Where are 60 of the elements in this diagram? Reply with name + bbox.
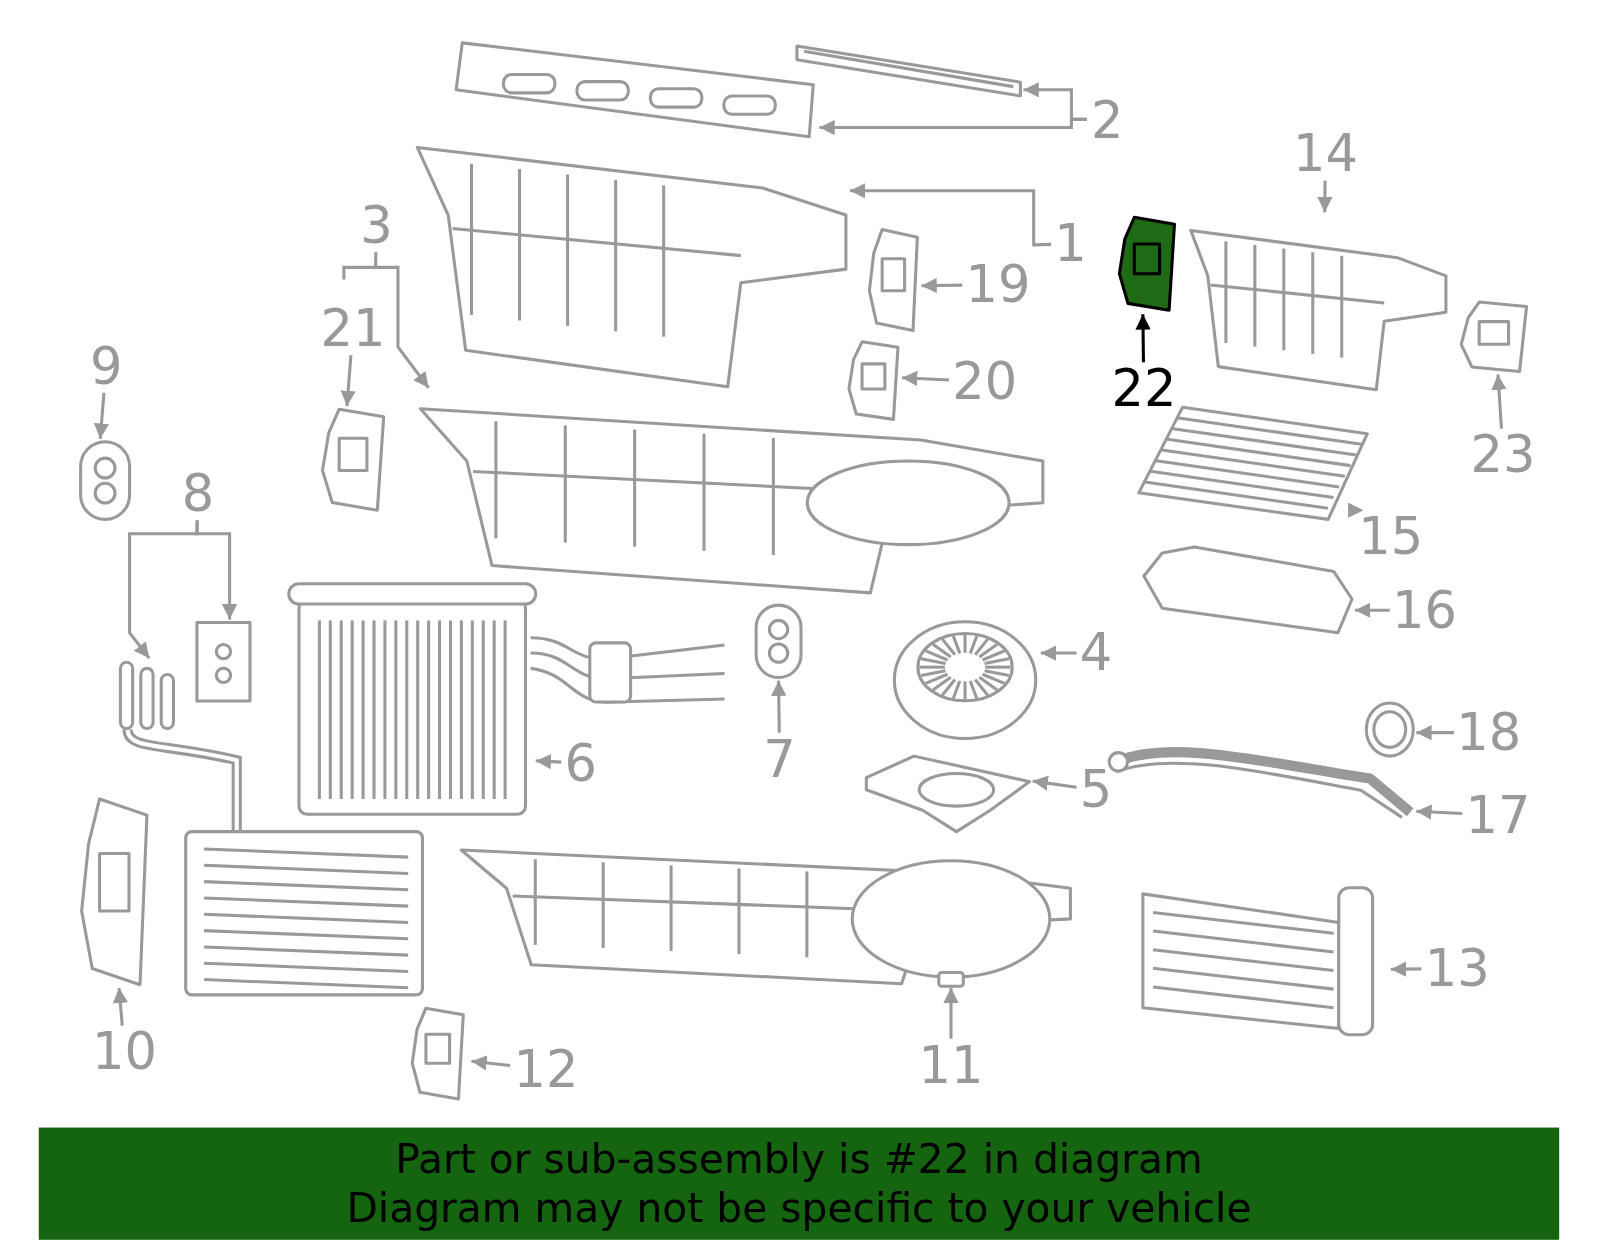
- callout-number: 12: [510, 1042, 582, 1096]
- leader-line: [1416, 725, 1455, 741]
- leader-line: [1032, 775, 1077, 791]
- bracket-drawing: [1115, 214, 1179, 314]
- leader-line: [1348, 503, 1365, 518]
- callout-number: 7: [760, 732, 799, 786]
- seal-drawing: [193, 619, 254, 705]
- callout-number: 13: [1421, 941, 1493, 995]
- leader-line: [340, 355, 356, 407]
- leader-line: [1390, 961, 1422, 977]
- callout-number: 6: [561, 736, 600, 790]
- leader-line: [1317, 180, 1333, 213]
- leader-line: [921, 277, 963, 294]
- callout-number: 20: [949, 355, 1021, 409]
- bracket-drawing: [77, 795, 151, 988]
- leader-line: [1135, 314, 1151, 363]
- callout-number: 9: [86, 339, 126, 393]
- callout-number: 8: [178, 467, 218, 521]
- callout-number: 22: [1107, 362, 1181, 416]
- leader-line: [112, 987, 128, 1026]
- callout-number: 16: [1389, 583, 1460, 637]
- leader-line: [819, 117, 1087, 136]
- callout-number: 14: [1290, 127, 1361, 181]
- leader-line: [1416, 804, 1463, 820]
- callout-number: 19: [962, 258, 1034, 312]
- bracket-drawing: [1457, 299, 1531, 375]
- panel-drawing: [1140, 543, 1356, 636]
- leader-line: [901, 370, 950, 387]
- leader-line: [850, 183, 1052, 247]
- callout-number: 1: [1051, 217, 1090, 271]
- leader-line: [373, 252, 430, 389]
- ring-drawing: [863, 753, 1033, 835]
- leader-line: [771, 680, 787, 733]
- leader-line: [535, 753, 562, 770]
- callout-number: 4: [1076, 626, 1116, 680]
- bracket-drawing: [865, 226, 922, 334]
- grommet-drawing: [1363, 700, 1417, 760]
- leader-line: [1040, 645, 1077, 661]
- callout-number: 21: [318, 302, 388, 356]
- callout-number: 17: [1462, 788, 1534, 842]
- callout-number: 23: [1467, 428, 1539, 482]
- gasket-drawing: [793, 42, 1024, 99]
- leader-line: [93, 392, 110, 439]
- leader-line: [1491, 374, 1507, 429]
- bracket-drawing: [318, 406, 388, 514]
- callout-number: 2: [1086, 93, 1128, 145]
- leader-line: [943, 987, 959, 1039]
- callout-number: 18: [1454, 706, 1524, 760]
- notice-banner: [38, 1127, 1560, 1240]
- leader-line: [1355, 602, 1390, 618]
- callout-number: 3: [357, 199, 396, 253]
- callout-number: 10: [89, 1025, 160, 1079]
- callout-number: 5: [1076, 763, 1116, 817]
- leader-line: [195, 520, 238, 620]
- bracket-drawing: [408, 1005, 468, 1103]
- callout-number: 15: [1355, 510, 1427, 564]
- callout-number: 11: [916, 1038, 986, 1092]
- notice-text: Diagram may not be specific to your vehicle: [346, 1183, 1252, 1233]
- leader-line: [471, 1055, 511, 1071]
- notice-text: Part or sub-assembly is #22 in diagram: [395, 1134, 1203, 1184]
